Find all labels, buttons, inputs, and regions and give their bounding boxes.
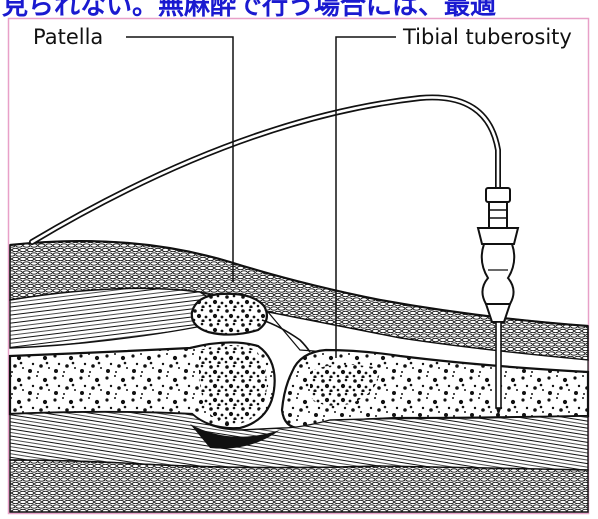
patella-bone xyxy=(192,294,267,335)
patella-label: Patella xyxy=(33,25,103,49)
tibial-tuberosity-label: Tibial tuberosity xyxy=(402,25,572,49)
subcutaneous-fat-lower xyxy=(10,460,588,512)
needle-icon xyxy=(496,322,501,416)
femoral-condyle-marrow xyxy=(199,345,267,424)
